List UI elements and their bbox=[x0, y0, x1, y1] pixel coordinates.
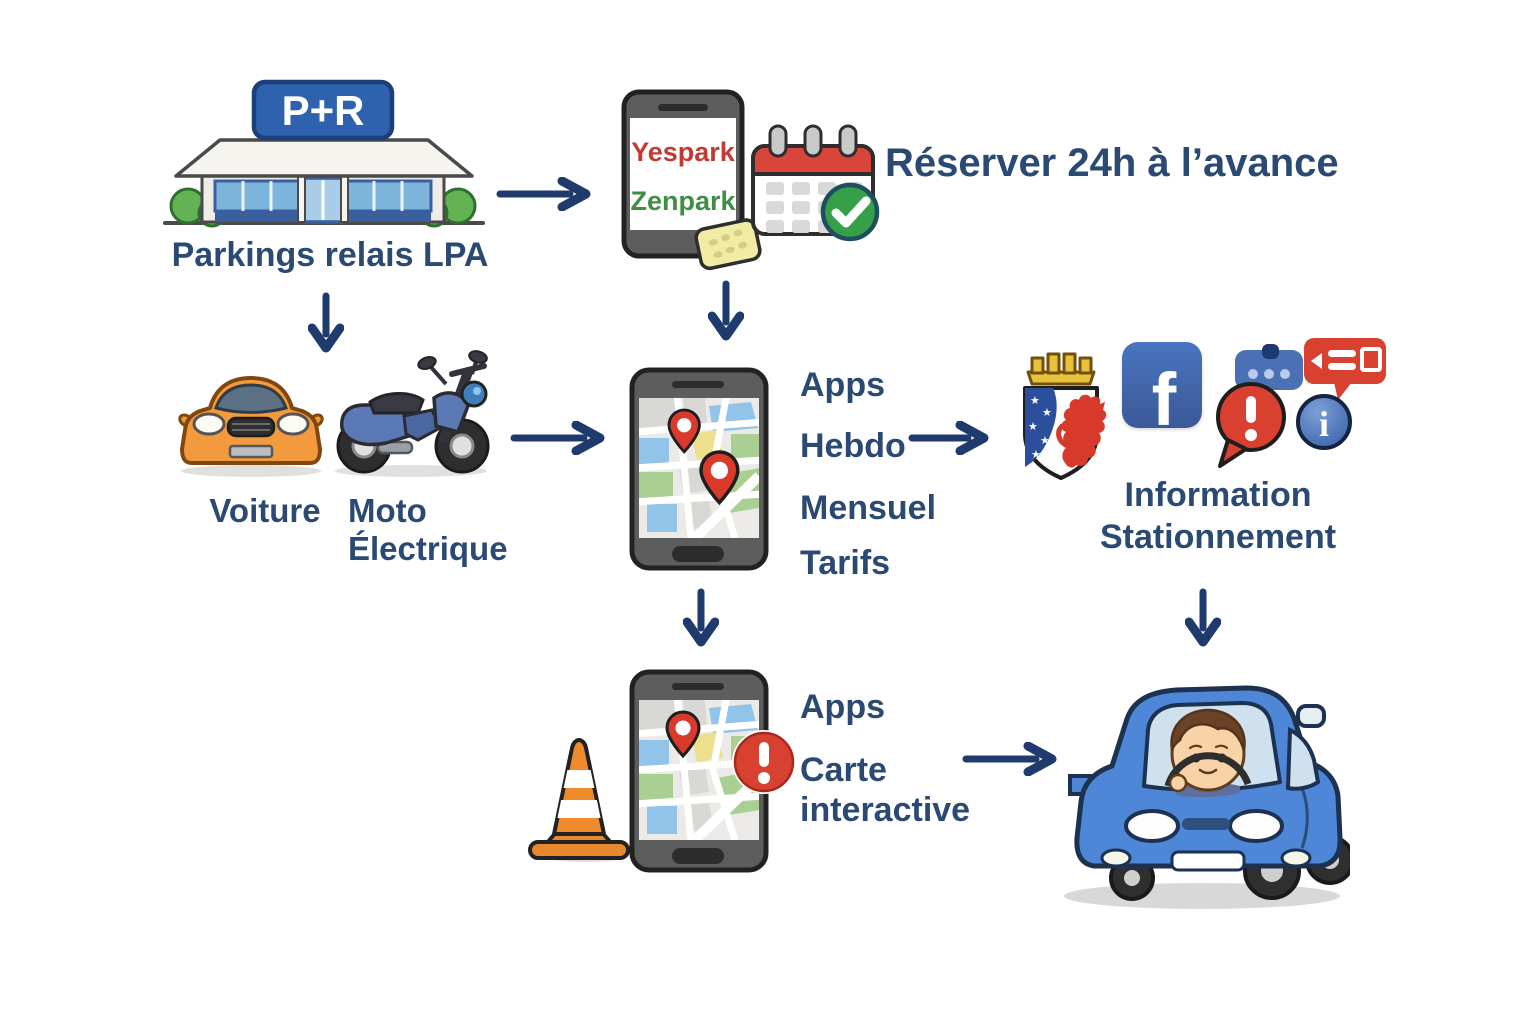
chat-dots-icon bbox=[1235, 344, 1303, 390]
tariff-item-apps: Apps bbox=[800, 366, 885, 404]
booking-headline: Réserver 24h à l’avance bbox=[885, 141, 1339, 185]
parking-ticket-icon bbox=[694, 218, 762, 271]
svg-text:★: ★ bbox=[1040, 435, 1050, 447]
info-circle-icon: i bbox=[1296, 394, 1352, 450]
map-pin-icon bbox=[699, 450, 740, 506]
driver-boy bbox=[1164, 708, 1252, 798]
yespark-app-label: Yespark bbox=[631, 137, 736, 167]
arrow-tariffs-to-interactive-icon bbox=[683, 588, 719, 647]
arrow-interactive-to-driver-icon bbox=[962, 742, 1057, 776]
city-crest-icon: ★★★ ★★ bbox=[1023, 352, 1107, 480]
map-pin-icon bbox=[667, 408, 701, 454]
arrow-building-to-booking-icon bbox=[496, 177, 591, 211]
building-label: Parkings relais LPA bbox=[171, 236, 489, 274]
tariff-item-hebdo: Hebdo bbox=[800, 427, 906, 465]
p-plus-r-sign: P+R bbox=[251, 79, 395, 141]
driver-car-icon bbox=[1064, 685, 1350, 909]
arrow-information-to-driver-icon bbox=[1185, 588, 1221, 647]
facebook-glyph: f bbox=[1151, 358, 1177, 428]
map-screen bbox=[639, 700, 759, 840]
arrow-vehicles-to-tariffs-icon bbox=[510, 421, 605, 455]
green-check-icon bbox=[820, 182, 880, 242]
interactive-label-apps: Apps bbox=[800, 688, 885, 726]
moto-label-line1: Moto bbox=[348, 492, 427, 529]
interactive-label-interactive: interactive bbox=[800, 791, 971, 829]
map-pin-icon bbox=[665, 710, 701, 759]
tariff-item-tarifs: Tarifs bbox=[800, 544, 891, 582]
tariffs-phone-icon bbox=[629, 367, 769, 571]
moto-icon bbox=[335, 350, 490, 477]
car-label: Voiture bbox=[209, 492, 321, 529]
notification-bubble-icon bbox=[1304, 338, 1386, 400]
arrow-booking-to-tariffs-icon bbox=[708, 280, 744, 341]
arrow-tariffs-to-information-icon bbox=[908, 421, 989, 455]
car-icon bbox=[178, 376, 324, 477]
information-label-line2: Stationnement bbox=[1099, 518, 1337, 556]
interactive-label-carte: Carte bbox=[800, 751, 887, 789]
map-screen bbox=[639, 398, 759, 538]
tariff-item-mensuel: Mensuel bbox=[800, 489, 937, 527]
svg-text:★: ★ bbox=[1028, 421, 1038, 433]
map-alert-icon bbox=[732, 730, 796, 794]
parking-building-icon: P+R bbox=[163, 79, 485, 228]
moto-label-line2: Électrique bbox=[348, 530, 508, 567]
interactive-map-phone-icon bbox=[629, 669, 769, 873]
information-label-line1: Information bbox=[1124, 476, 1312, 514]
p-plus-r-sign-text: P+R bbox=[282, 87, 365, 134]
facebook-icon: f bbox=[1122, 342, 1202, 428]
arrow-building-to-vehicles-icon bbox=[308, 292, 344, 353]
svg-text:★: ★ bbox=[1030, 395, 1040, 407]
booking-phone-icon: Yespark Zenpark bbox=[621, 89, 745, 259]
traffic-cone-icon bbox=[528, 738, 630, 862]
alert-bubble-icon bbox=[1216, 382, 1286, 468]
svg-text:★: ★ bbox=[1042, 407, 1052, 419]
zenpark-app-label: Zenpark bbox=[630, 186, 736, 216]
info-glyph: i bbox=[1319, 404, 1329, 444]
svg-text:★: ★ bbox=[1031, 449, 1041, 461]
